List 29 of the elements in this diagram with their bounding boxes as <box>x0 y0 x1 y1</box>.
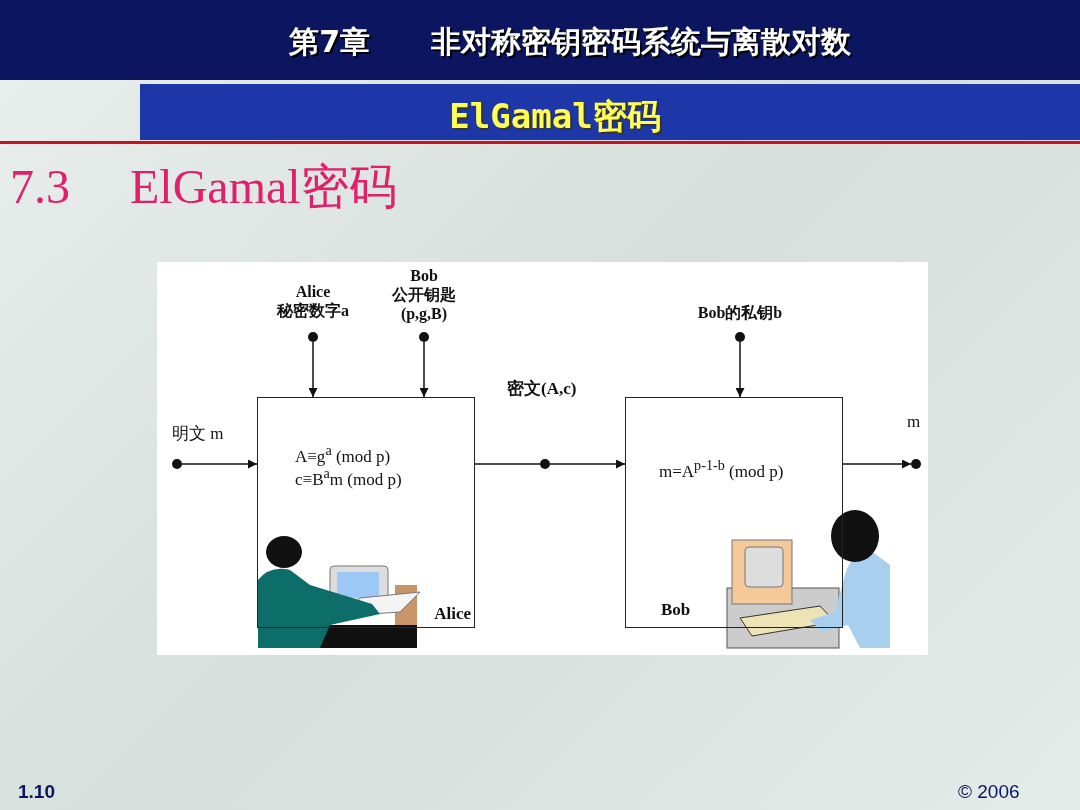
subtitle: ElGamal密码 <box>448 95 662 138</box>
formula: m=A$^{p-1-b}$ (mod p) <box>659 457 784 482</box>
connector-line <box>474 463 541 465</box>
output-label: m <box>907 412 921 432</box>
key-label: 公开钥匙 <box>392 285 456 304</box>
key-label: 秘密数字a <box>277 301 349 320</box>
arrow <box>181 459 258 469</box>
arrow <box>308 341 318 398</box>
arrow <box>842 459 912 469</box>
junction-dot <box>540 459 550 469</box>
box-caption: Bob <box>661 600 691 620</box>
edge-label: 密文(A,c) <box>505 377 579 400</box>
key-label: Bob的私钥b <box>697 303 783 322</box>
slide-title: 第7章 非对称密钥密码系统与离散对数 <box>288 23 852 61</box>
box-caption: Alice <box>434 604 471 624</box>
junction-dot <box>172 459 182 469</box>
page-number: 1.10 <box>18 781 55 803</box>
key-label: (p,g,B) <box>400 304 448 323</box>
input-label: 明文 m <box>172 423 224 445</box>
copyright-note: © 2006 <box>958 781 1020 803</box>
arrow <box>549 459 626 469</box>
section-heading: 7.3 ElGamal密码 <box>10 159 397 215</box>
arrow <box>735 341 745 398</box>
key-label: Bob <box>410 266 438 285</box>
junction-dot <box>911 459 921 469</box>
key-label: Alice <box>295 282 331 301</box>
formula: c≡B$^{a}$m (mod p) <box>295 465 402 490</box>
formula: A≡g$^{a}$ (mod p) <box>295 442 391 467</box>
arrow <box>419 341 429 398</box>
